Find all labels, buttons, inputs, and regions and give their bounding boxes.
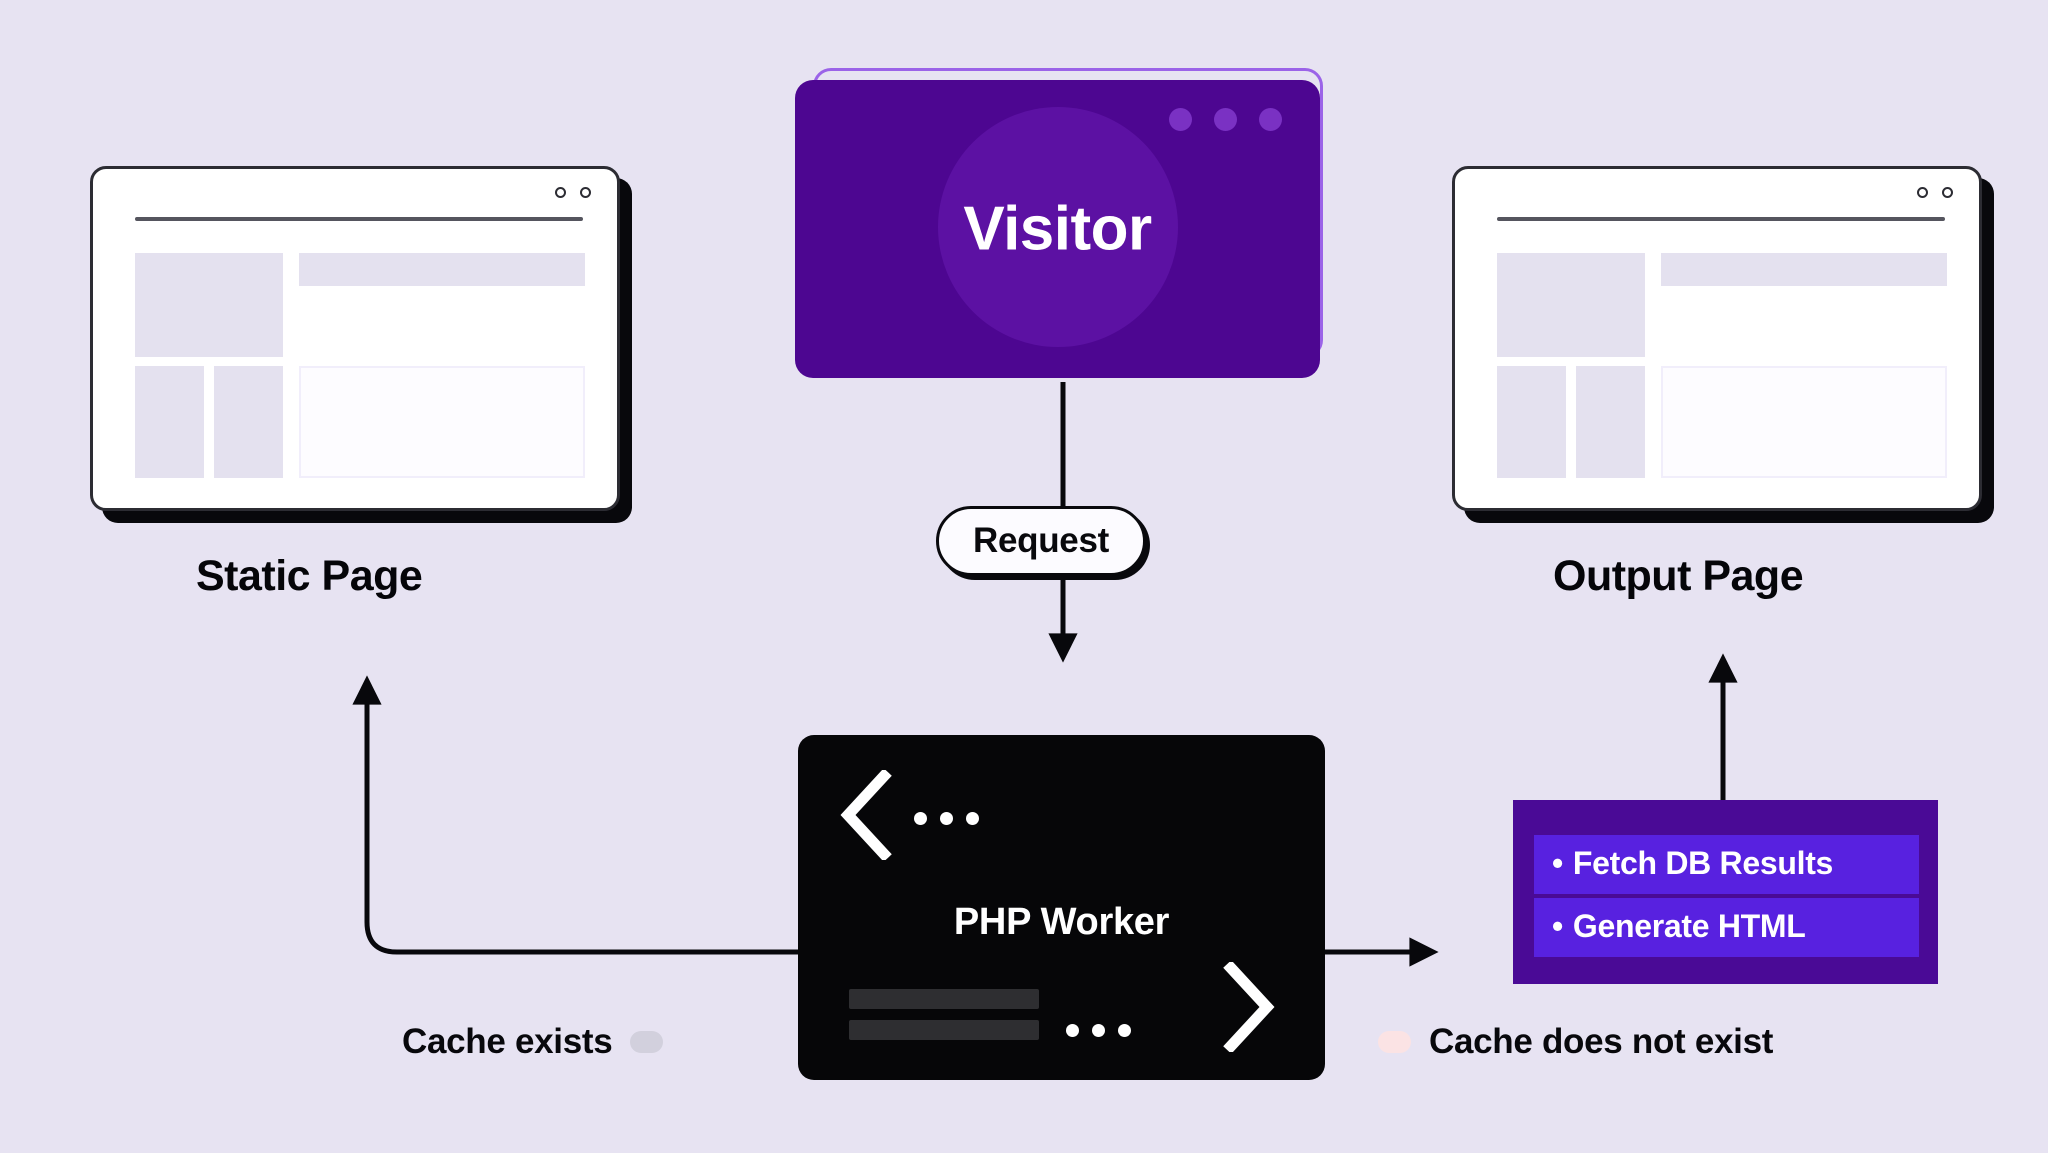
content-block-outlined — [1661, 366, 1947, 478]
visitor-node: Visitor — [795, 68, 1323, 378]
browser-window-controls — [1917, 187, 1953, 198]
dot — [1092, 1024, 1105, 1037]
static-page-caption: Static Page — [196, 552, 423, 600]
content-block-tile — [1576, 366, 1645, 478]
action-list-item: •Generate HTML — [1534, 898, 1919, 957]
action-list-item: •Fetch DB Results — [1534, 835, 1919, 894]
action-list: •Fetch DB Results •Generate HTML — [1534, 835, 1919, 957]
worker-ellipsis-bottom-icon — [1066, 1024, 1131, 1037]
legend-cache-exists: Cache exists — [402, 1022, 664, 1062]
legend-cache-does-not-exist: Cache does not exist — [1378, 1022, 1773, 1062]
dot — [940, 812, 953, 825]
legend-cache-exists-swatch — [630, 1031, 664, 1053]
browser-content-placeholder — [135, 253, 585, 478]
chevron-right-icon — [1223, 962, 1275, 1052]
browser-window-controls — [555, 187, 591, 198]
worker-code-bar — [849, 989, 1039, 1009]
legend-cache-exists-label: Cache exists — [402, 1022, 613, 1061]
browser-control-dot — [555, 187, 566, 198]
visitor-control-dot — [1169, 108, 1192, 131]
action-list-item-label: Fetch DB Results — [1572, 845, 1834, 881]
worker-ellipsis-top-icon — [914, 812, 979, 825]
static-page-browser-window — [90, 166, 620, 511]
request-edge-label: Request — [936, 506, 1146, 576]
dot — [1066, 1024, 1079, 1037]
visitor-control-dot — [1214, 108, 1237, 131]
content-block-tile — [214, 366, 283, 478]
browser-control-dot — [1917, 187, 1928, 198]
worker-code-bar — [849, 1020, 1039, 1040]
browser-control-dot — [1942, 187, 1953, 198]
content-block-image — [135, 253, 283, 357]
dot — [1118, 1024, 1131, 1037]
content-block-heading — [1661, 253, 1947, 286]
edge-cache-hit-to-static-page — [352, 675, 800, 955]
content-block-image — [1497, 253, 1645, 357]
bullet-icon: • — [1552, 845, 1563, 881]
content-block-tile — [1497, 366, 1566, 478]
chevron-left-icon — [840, 770, 892, 860]
content-block-row — [1497, 366, 1645, 478]
visitor-card: Visitor — [795, 80, 1320, 378]
output-page-browser-window — [1452, 166, 1982, 511]
legend-cache-does-not-exist-label: Cache does not exist — [1429, 1022, 1774, 1061]
php-worker-label: PHP Worker — [953, 901, 1170, 943]
visitor-control-dot — [1259, 108, 1282, 131]
dot — [914, 812, 927, 825]
output-page-caption: Output Page — [1553, 552, 1804, 600]
visitor-label: Visitor — [963, 194, 1152, 264]
visitor-window-controls — [1169, 108, 1282, 131]
browser-address-bar — [135, 217, 583, 221]
browser-control-dot — [580, 187, 591, 198]
legend-cache-does-not-exist-swatch — [1378, 1031, 1411, 1053]
php-worker-node: PHP Worker — [798, 735, 1325, 1080]
content-block-heading — [299, 253, 585, 286]
action-list-item-label: Generate HTML — [1572, 908, 1806, 944]
visitor-glow-circle — [937, 107, 1178, 347]
bullet-icon: • — [1552, 908, 1563, 944]
dot — [966, 812, 979, 825]
content-block-outlined — [299, 366, 585, 478]
content-block-tile — [135, 366, 204, 478]
content-block-row — [135, 366, 283, 478]
browser-content-placeholder — [1497, 253, 1947, 478]
browser-address-bar — [1497, 217, 1945, 221]
generate-actions-box: •Fetch DB Results •Generate HTML — [1513, 800, 1938, 984]
